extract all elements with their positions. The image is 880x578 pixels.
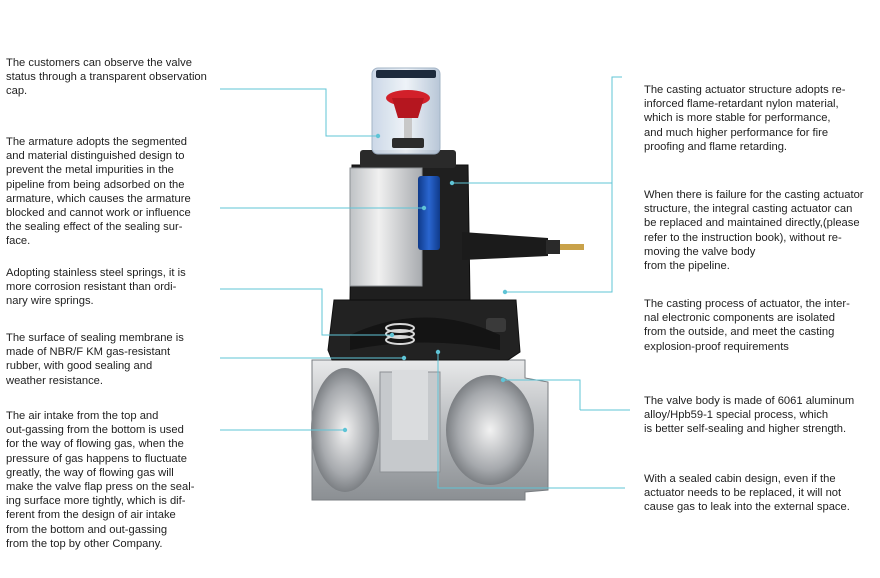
callout-line: make the valve flap press on the seal- xyxy=(6,481,195,494)
callout-line: explosion-proof requirements xyxy=(644,340,789,353)
callout-line: greatly, the way of flowing gas will xyxy=(6,466,174,479)
observation-cap xyxy=(371,67,441,155)
callout-line: from the bottom and out-gassing xyxy=(6,523,168,536)
callout-membrane: The surface of sealing membrane is made … xyxy=(6,331,206,388)
callout-line: and material distinguished design to xyxy=(6,150,185,163)
callout-line: The casting process of actuator, the int… xyxy=(644,298,850,310)
callout-line: proofing and flame retarding. xyxy=(644,140,788,153)
callout-line: pipeline from being adsorbed on the xyxy=(6,178,185,191)
callout-line: status through a transparent observation xyxy=(6,71,207,84)
leader-dot xyxy=(389,332,395,338)
callout-line: out-gassing from the bottom is used xyxy=(6,424,184,437)
callout-line: The casting actuator structure adopts re… xyxy=(644,84,846,96)
leader-dot xyxy=(502,289,508,295)
callout-observation-cap: The customers can observe the valve stat… xyxy=(6,56,216,99)
callout-line: made of NBR/F KM gas-resistant xyxy=(6,346,171,359)
callout-line: cap. xyxy=(6,85,28,98)
leader-dot xyxy=(449,180,455,186)
armature xyxy=(349,167,423,287)
callout-springs: Adopting stainless steel springs, it is … xyxy=(6,266,206,309)
callout-line: face. xyxy=(6,235,31,248)
leader-dot xyxy=(500,377,506,383)
callout-line: ferent from the design of air intake xyxy=(6,509,176,522)
callout-actuator-material: The casting actuator structure adopts re… xyxy=(644,83,870,154)
callout-line: and much higher performance for fire xyxy=(644,126,829,139)
leader-dot xyxy=(435,349,441,355)
callout-line: cause gas to leak into the external spac… xyxy=(644,501,850,514)
leader-valve-body xyxy=(503,379,581,410)
leader-observation-cap xyxy=(220,88,378,137)
callout-explosion-proof: The casting process of actuator, the int… xyxy=(644,297,870,354)
callout-line: alloy/Hpb59-1 special process, which xyxy=(644,409,829,422)
leader-dot xyxy=(421,205,427,211)
spring xyxy=(385,323,415,345)
coil xyxy=(418,176,440,250)
callout-armature: The armature adopts the segmented and ma… xyxy=(6,135,206,249)
callout-line: moving the valve body xyxy=(644,245,756,258)
callout-valve-body: The valve body is made of 6061 aluminum … xyxy=(644,394,870,437)
leader-dot xyxy=(401,355,407,361)
callout-line: more corrosion resistant than ordi- xyxy=(6,281,177,294)
callout-line: pressure of gas happens to fluctuate xyxy=(6,452,187,465)
callout-line: prevent the metal impurities in the xyxy=(6,164,174,177)
callout-line: weather resistance. xyxy=(6,374,104,387)
callout-line: Adopting stainless steel springs, it is xyxy=(6,267,186,279)
callout-line: The valve body is made of 6061 aluminum xyxy=(644,395,855,407)
callout-sealed-cabin: With a sealed cabin design, even if the … xyxy=(644,472,874,515)
callout-air-intake: The air intake from the top and out-gass… xyxy=(6,409,206,551)
leader-dots xyxy=(342,133,508,433)
callout-line: The surface of sealing membrane is xyxy=(6,332,184,344)
callout-line: structure, the integral casting actuator… xyxy=(644,203,853,216)
actuator-base xyxy=(327,299,521,361)
callout-line: The customers can observe the valve xyxy=(6,57,192,69)
callout-line: The armature adopts the segmented xyxy=(6,136,187,148)
callout-line: ing surface more tightly, which is dif- xyxy=(6,495,186,508)
callout-line: from the outside, and meet the casting xyxy=(644,326,835,339)
callout-actuator-replace: When there is failure for the casting ac… xyxy=(644,188,874,273)
valve-body xyxy=(311,359,549,501)
callout-line: actuator needs to be replaced, it will n… xyxy=(644,487,842,500)
callout-line: which is more stable for performance, xyxy=(644,112,831,125)
leader-dot xyxy=(342,427,348,433)
callout-line: With a sealed cabin design, even if the xyxy=(644,473,836,485)
leader-sealed-cabin xyxy=(437,352,625,489)
callout-line: is better self-sealing and higher streng… xyxy=(644,423,847,436)
callout-line: for the way of flowing gas, when the xyxy=(6,438,184,451)
leader-actuator-material xyxy=(452,76,622,184)
callout-line: refer to the instruction book), without … xyxy=(644,231,842,244)
leader-springs xyxy=(220,288,392,336)
cable xyxy=(462,232,584,260)
callout-line: rubber, with good sealing and xyxy=(6,360,153,373)
callout-line: be replaced and maintained directly,(ple… xyxy=(644,217,860,230)
callout-line: When there is failure for the casting ac… xyxy=(644,189,864,201)
callout-line: inforced flame-retardant nylon material, xyxy=(644,98,839,111)
leader-dot xyxy=(375,133,381,139)
callout-line: blocked and cannot work or influence xyxy=(6,207,191,220)
leader-lines xyxy=(220,76,630,489)
callout-line: the sealing effect of the sealing sur- xyxy=(6,221,183,234)
callout-line: from the pipeline. xyxy=(644,260,730,273)
leader-actuator-replace xyxy=(505,183,613,293)
callout-line: nal electronic components are isolated xyxy=(644,312,835,325)
callout-line: nary wire springs. xyxy=(6,295,94,308)
callout-line: The air intake from the top and xyxy=(6,410,159,422)
outlet-bore xyxy=(446,375,534,485)
callout-line: armature, which causes the armature xyxy=(6,192,191,205)
callout-line: from the top by other Company. xyxy=(6,537,163,550)
